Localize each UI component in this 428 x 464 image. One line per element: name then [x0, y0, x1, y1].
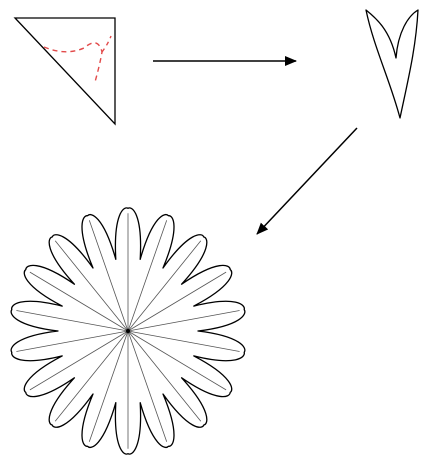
folded-triangle-outline: [15, 18, 115, 124]
step-cut-shape: [366, 10, 418, 118]
flower-crease-line: [128, 331, 201, 421]
flower-center: [126, 329, 130, 333]
flower-crease-line: [128, 241, 201, 331]
step-unfolded-flower: [11, 208, 245, 454]
cut-guide-dashed-line: [44, 43, 102, 82]
cut-shape-outline: [366, 10, 418, 118]
cut-guide-dashed-curl: [102, 36, 111, 52]
flower-crease-line: [55, 331, 128, 421]
diagonal-arrow: [257, 128, 357, 234]
flower-crease-line: [55, 241, 128, 331]
step-folded-triangle: [15, 18, 115, 124]
